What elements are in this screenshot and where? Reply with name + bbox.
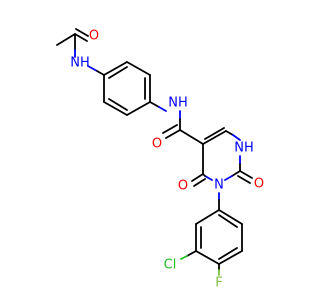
atom-label-acetamide-nh: NH xyxy=(70,56,90,71)
bond-methyl-carbonyl xyxy=(56,33,76,46)
bond-ar1-inner-3 xyxy=(108,98,128,111)
bond-acetyl-c-o-a xyxy=(74,33,88,42)
bond-c5-c6-double xyxy=(204,127,225,140)
bond-c6-n1-b xyxy=(232,134,241,141)
bond-c5-c6 xyxy=(202,130,227,145)
bond-c2-o-a xyxy=(239,170,253,179)
atom-label-f: F xyxy=(215,276,222,291)
bond-ar2-6 xyxy=(218,209,243,225)
bond-ar2-inner-3 xyxy=(218,214,238,228)
atom-label-amide-o: O xyxy=(152,137,162,152)
bond-ring-nh-a xyxy=(149,101,160,108)
atom-label-ring-n3: N xyxy=(214,178,224,193)
atom-label-acetyl-o: O xyxy=(89,29,99,44)
bond-n3-c4-a xyxy=(204,175,213,181)
bond-c2-n3-a xyxy=(231,170,241,177)
atom-label-amide-nh: NH xyxy=(168,96,188,111)
bond-ar1-1 xyxy=(103,61,128,76)
atom-label-cl: Cl xyxy=(164,258,177,273)
structure-canvas: O NH NH O NH N O O Cl F xyxy=(56,28,265,291)
atom-label-c2-o: O xyxy=(254,177,264,192)
bond-ar2-3 xyxy=(195,250,220,265)
bond-ar2-4 xyxy=(218,250,243,265)
bond-ar2-inner-2 xyxy=(218,247,238,260)
bond-ar1-4 xyxy=(126,101,151,116)
bond-c6-n1-a xyxy=(225,130,234,136)
bond-ring-nh-b xyxy=(158,106,167,112)
bond-amide-co-a xyxy=(165,129,181,139)
bond-amide-co-b xyxy=(162,124,178,134)
bond-ar1-5 xyxy=(103,101,128,116)
bond-ar2-1 xyxy=(195,209,220,225)
bond-c-cl-b xyxy=(180,255,188,260)
bond-c2-n3-b xyxy=(224,175,233,181)
atom-label-ring-nh: NH xyxy=(234,141,254,156)
bond-c4-o-b xyxy=(193,178,206,187)
bond-c2-o-b xyxy=(237,175,251,184)
bond-nh-ring-a xyxy=(87,65,98,72)
bond-ar1-inner-1 xyxy=(108,66,128,79)
molecule-structure: O NH NH O NH N O O Cl F xyxy=(56,28,264,291)
bond-nh-ring-b xyxy=(96,70,105,76)
bond-acetyl-c-o-b xyxy=(75,28,89,37)
bond-c-cl-a xyxy=(186,250,197,257)
bond-c4-o-a xyxy=(191,173,204,182)
atom-label-c4-o: O xyxy=(178,179,188,194)
bond-ar1-2 xyxy=(126,61,151,76)
bond-co-c5 xyxy=(179,129,204,145)
